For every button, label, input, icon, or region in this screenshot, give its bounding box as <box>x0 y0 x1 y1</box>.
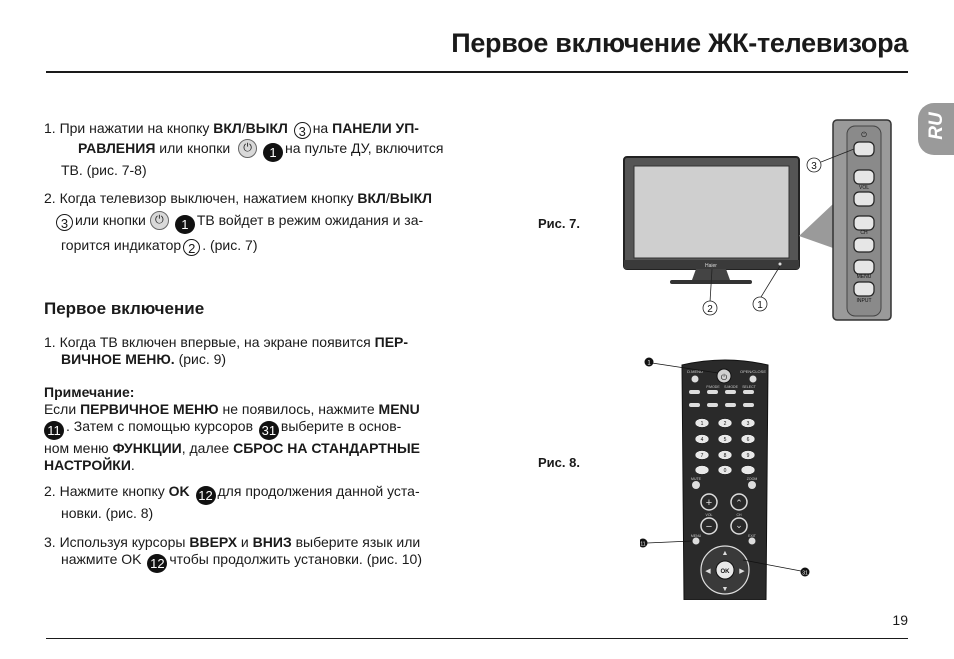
svg-text:6: 6 <box>747 437 750 443</box>
page-number: 19 <box>892 612 908 628</box>
title-divider <box>46 71 908 73</box>
note-title: Примечание: <box>44 384 135 400</box>
svg-text:0: 0 <box>724 468 727 474</box>
remote-ok-button <box>715 560 735 580</box>
tv-brand-logo: Haier <box>705 263 717 269</box>
svg-text:◀: ◀ <box>705 568 711 575</box>
callout-2: 2 <box>707 304 713 315</box>
power-icon <box>238 139 258 158</box>
language-step-3: 3. Используя курсоры ВВЕРХ и ВНИЗ выбери… <box>44 534 422 573</box>
callout-1: 1 <box>647 361 651 367</box>
svg-text:D.MENU: D.MENU <box>687 369 703 374</box>
svg-text:⌃: ⌃ <box>735 498 743 508</box>
svg-text:3: 3 <box>747 421 750 427</box>
callout-1: 1 <box>757 300 763 311</box>
callout-31: 31 <box>258 421 279 440</box>
panel-menu-label: MENU <box>857 274 872 280</box>
svg-text:1: 1 <box>701 421 704 427</box>
first-start-step-1: 1. Когда ТВ включен впервые, на экране п… <box>44 334 409 367</box>
power-indicator <box>778 262 782 266</box>
svg-text:▼: ▼ <box>722 586 729 593</box>
tv-stand <box>692 269 730 280</box>
svg-text:⏻: ⏻ <box>861 131 867 139</box>
tv-screen <box>633 165 790 259</box>
figure-7-label: Рис. 7. <box>538 216 580 231</box>
bottom-divider <box>46 638 908 639</box>
remote-power-button <box>716 368 732 384</box>
panel-input-label: INPUT <box>857 298 872 304</box>
svg-text:VOL: VOL <box>705 513 712 517</box>
svg-text:⏻: ⏻ <box>721 373 728 382</box>
callout-11: 11 <box>44 421 64 440</box>
callout-3: 3 <box>293 122 311 139</box>
svg-text:▲: ▲ <box>722 550 729 557</box>
callout-12: 12 <box>195 486 216 505</box>
callout-3: 3 <box>56 214 73 231</box>
svg-text:7: 7 <box>701 453 704 459</box>
svg-text:P.MODE: P.MODE <box>706 385 720 389</box>
svg-text:4: 4 <box>701 437 704 443</box>
callout-31: 31 <box>802 571 808 577</box>
svg-text:⌄: ⌄ <box>735 520 743 530</box>
svg-text:MENU: MENU <box>691 534 702 538</box>
svg-text:S.MODE: S.MODE <box>724 385 738 389</box>
section-heading: Первое включение <box>44 299 205 318</box>
figure-8-label: Рис. 8. <box>538 455 580 470</box>
callout-11: 11 <box>640 542 645 548</box>
svg-text:2: 2 <box>724 421 727 427</box>
svg-text:ZOOM: ZOOM <box>747 477 758 481</box>
svg-text:EXIT: EXIT <box>748 534 757 538</box>
figure-8-remote-illustration: ⏻ D.MENU OPEN/CLOSE P.MODE S.MODE SELECT… <box>640 357 810 600</box>
figure-7-tv-illustration: Haier ⏻ VOL CH MENU INPUT 3 2 1 <box>623 119 892 321</box>
remote-digit-buttons <box>694 418 756 475</box>
power-icon <box>149 211 169 230</box>
callout-1: 1 <box>174 215 195 234</box>
language-tab: RU <box>918 103 954 155</box>
callout-3: 3 <box>811 161 817 172</box>
svg-text:CH: CH <box>736 513 742 517</box>
language-tab-label: RU <box>926 112 947 140</box>
svg-text:MUTE: MUTE <box>691 477 702 481</box>
svg-text:5: 5 <box>724 437 727 443</box>
note-block: Примечание: Если ПЕРВИЧНОЕ МЕНЮ не появи… <box>44 384 421 473</box>
panel-vol-label: VOL <box>859 185 869 191</box>
callout-2: 2 <box>183 239 201 256</box>
page-title: Первое включение ЖК-телевизора <box>451 28 908 58</box>
svg-text:−: − <box>706 521 712 533</box>
svg-text:8: 8 <box>724 453 727 459</box>
svg-text:OK: OK <box>721 569 731 575</box>
power-off-step-2: 2. Когда телевизор выключен, нажатием кн… <box>44 190 454 256</box>
callout-12: 12 <box>147 554 168 573</box>
svg-text:▶: ▶ <box>739 568 745 575</box>
svg-text:9: 9 <box>747 453 750 459</box>
svg-text:+: + <box>706 497 712 509</box>
panel-ch-label: CH <box>860 230 868 236</box>
svg-text:SELECT: SELECT <box>742 385 756 389</box>
svg-text:OPEN/CLOSE: OPEN/CLOSE <box>740 369 766 374</box>
panel-buttons <box>853 141 875 297</box>
callout-1: 1 <box>263 143 284 162</box>
